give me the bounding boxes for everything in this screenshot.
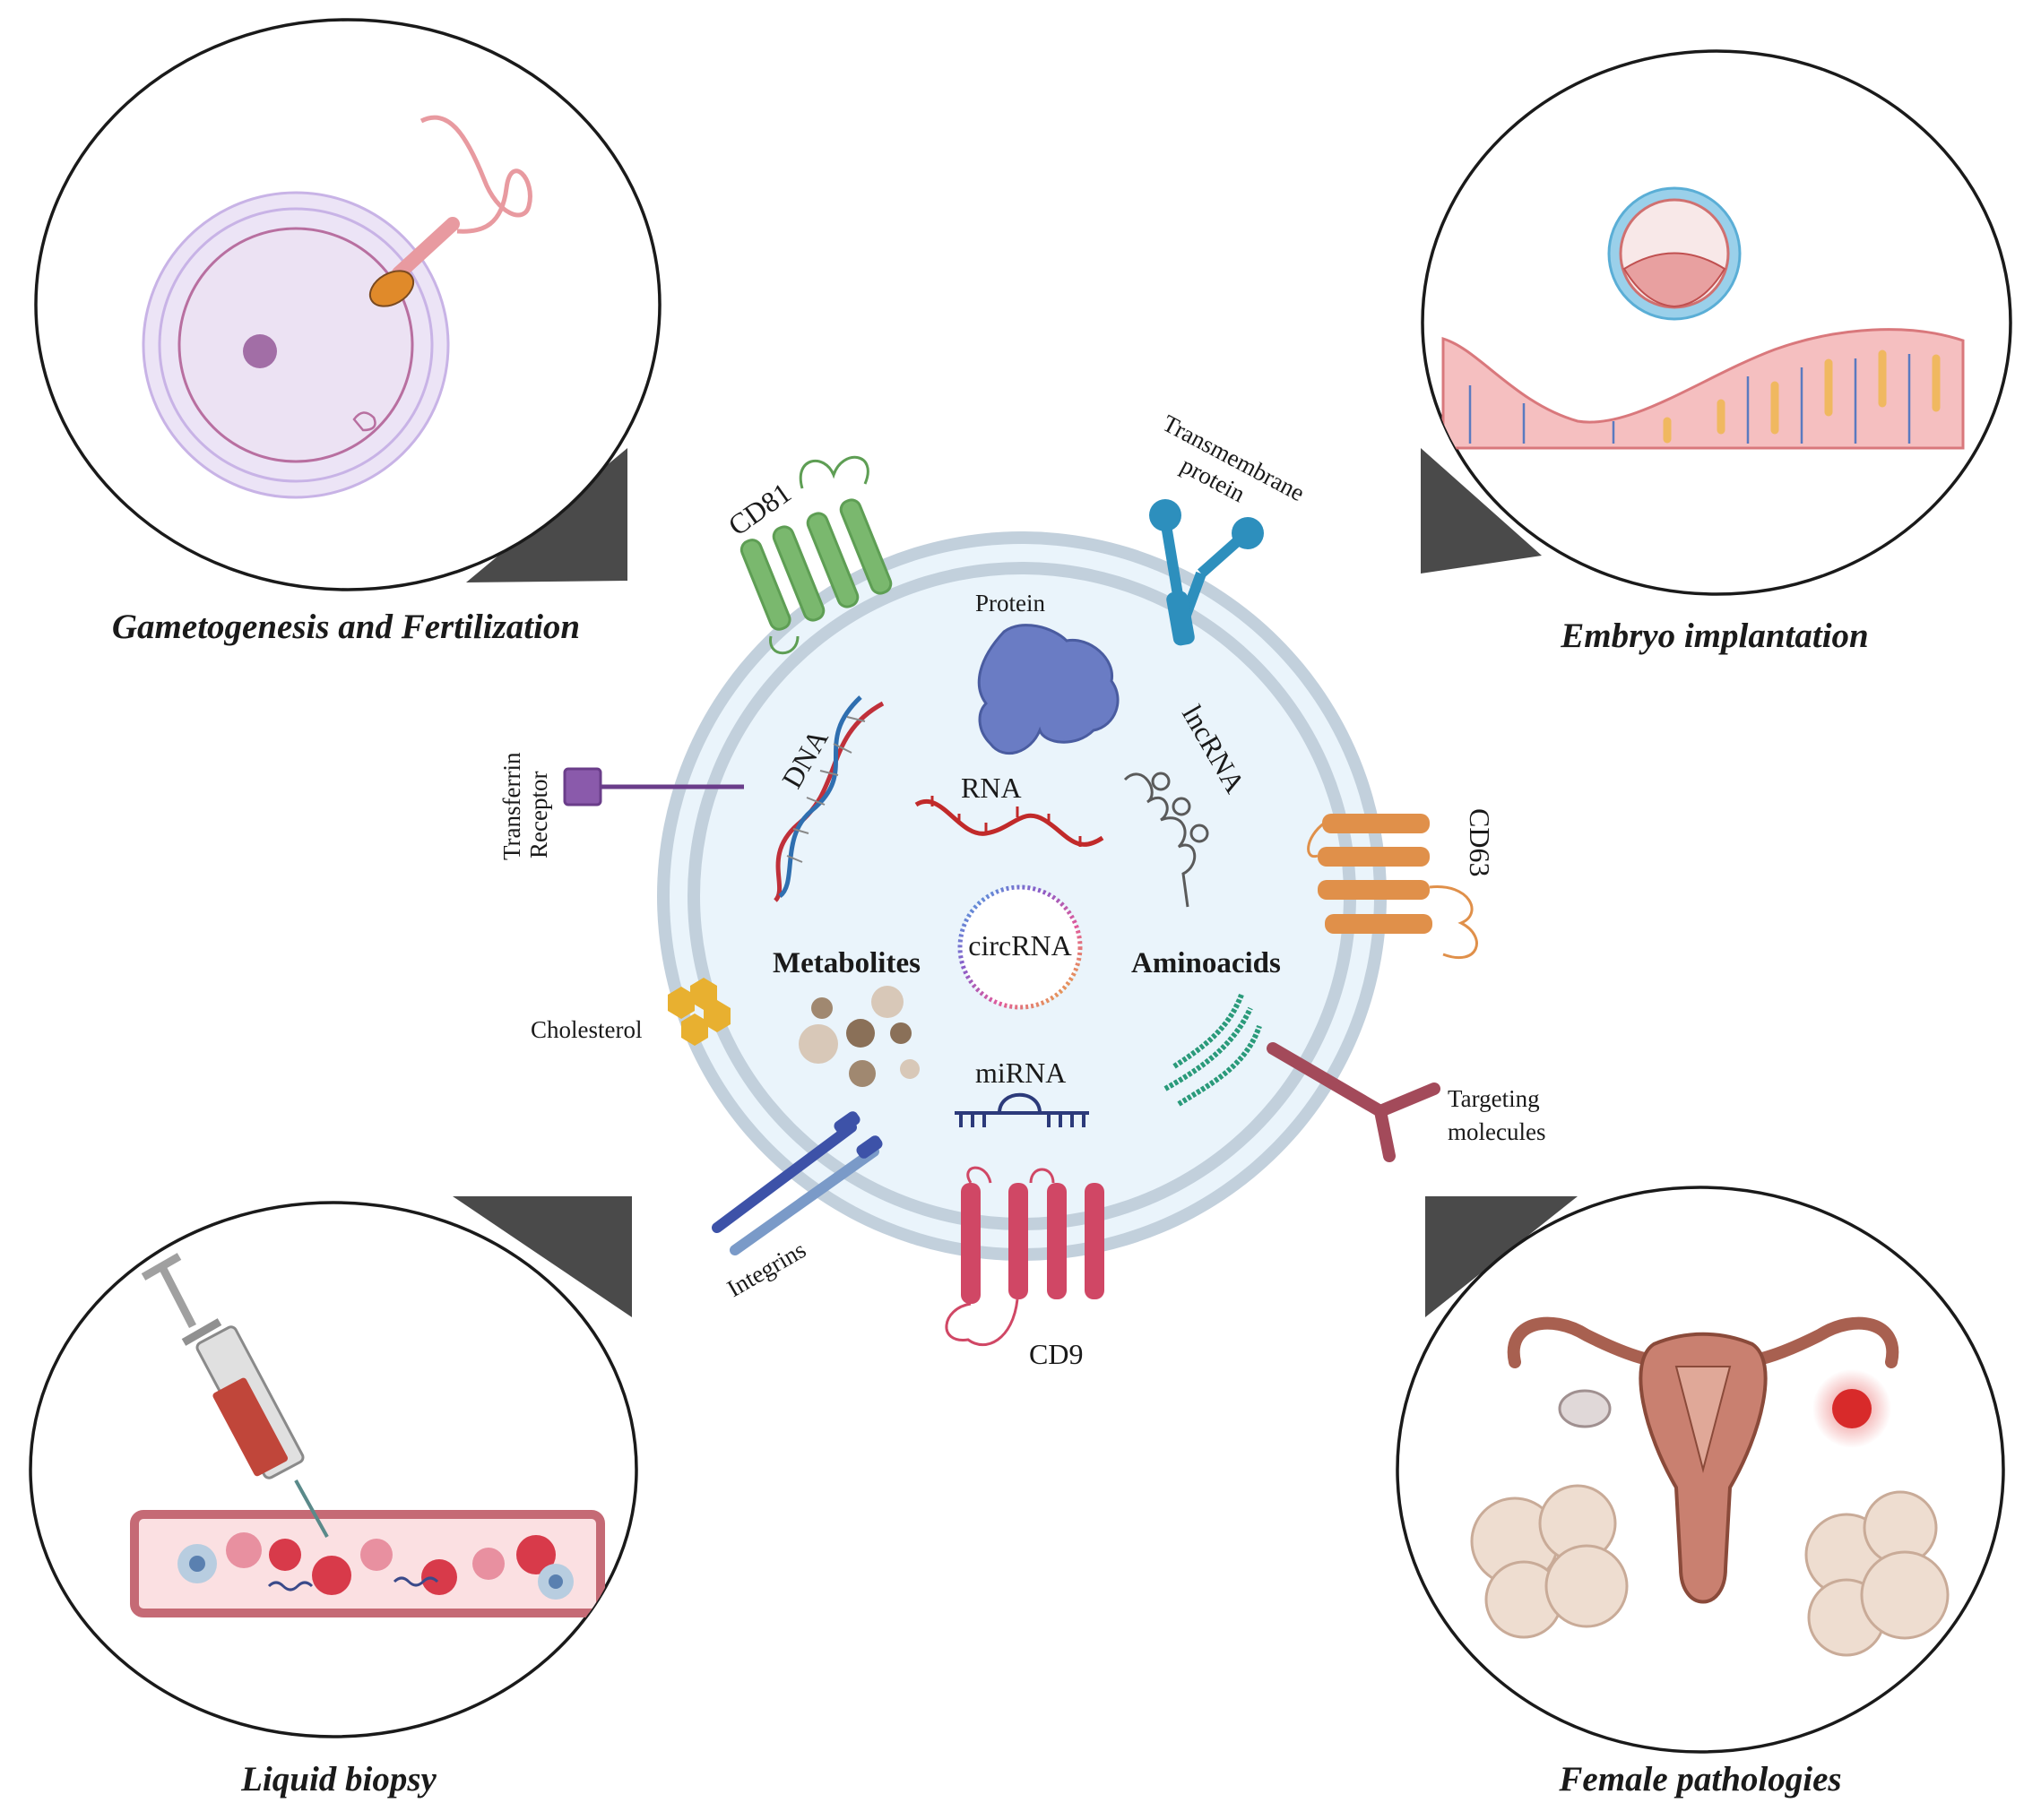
caption-fertilization: Gametogenesis and Fertilization bbox=[112, 608, 580, 646]
integrin-icon bbox=[712, 1111, 883, 1255]
label-targeting: Targeting molecules bbox=[1448, 1085, 1545, 1145]
cd63-tetraspanin-icon bbox=[1307, 814, 1478, 960]
implantation-panel bbox=[1421, 49, 2012, 596]
syringe-icon bbox=[141, 1253, 329, 1538]
caption-liquid-biopsy: Liquid biopsy bbox=[240, 1760, 437, 1798]
panel-shadow-bottom-left bbox=[453, 1196, 632, 1317]
cd9-tetraspanin-icon bbox=[945, 1166, 1104, 1347]
label-metabolites: Metabolites bbox=[773, 947, 921, 979]
label-rna: RNA bbox=[961, 772, 1022, 804]
dna-icon bbox=[773, 695, 885, 902]
aminoacid-icon bbox=[1163, 993, 1262, 1107]
label-cd63: CD63 bbox=[1464, 808, 1496, 876]
uterus-icon bbox=[1507, 1316, 1899, 1604]
label-cd9: CD9 bbox=[1029, 1338, 1083, 1370]
label-aminoacids: Aminoacids bbox=[1131, 947, 1281, 979]
endometrium-icon bbox=[1441, 328, 1965, 450]
protein-icon bbox=[977, 624, 1120, 755]
uterine-gland-icon bbox=[1663, 349, 1941, 444]
label-cholesterol: Cholesterol bbox=[531, 1016, 642, 1043]
metabolites-icon bbox=[799, 986, 920, 1087]
sperm-icon bbox=[368, 115, 532, 307]
caption-implantation: Embryo implantation bbox=[1560, 617, 1868, 655]
liquid-biopsy-panel bbox=[29, 1201, 638, 1738]
svg-text:Transferrin: Transferrin bbox=[498, 752, 525, 860]
svg-text:molecules: molecules bbox=[1448, 1118, 1545, 1145]
circrna-icon bbox=[957, 884, 1083, 1010]
mirna-icon bbox=[955, 1092, 1089, 1127]
endometriosis-cell-icon bbox=[1470, 1484, 1950, 1657]
egg-cell-icon bbox=[142, 191, 450, 499]
svg-text:Targeting: Targeting bbox=[1448, 1085, 1540, 1112]
label-transferrin: Transferrin Receptor bbox=[498, 752, 552, 860]
cd81-tetraspanin-icon bbox=[739, 455, 893, 655]
lncrna-icon bbox=[1123, 772, 1209, 908]
transmembrane-protein-icon bbox=[1149, 499, 1264, 646]
svg-text:Receptor: Receptor bbox=[525, 772, 552, 858]
blood-cell-icon bbox=[177, 1532, 574, 1600]
cholesterol-icon bbox=[668, 978, 731, 1046]
rna-icon bbox=[914, 796, 1104, 847]
panel-shadow-top-right bbox=[1421, 448, 1542, 574]
fertilization-panel bbox=[34, 18, 662, 591]
label-mirna: miRNA bbox=[975, 1057, 1066, 1089]
label-circrna: circRNA bbox=[968, 929, 1072, 962]
caption-pathologies: Female pathologies bbox=[1558, 1760, 1841, 1798]
transferrin-receptor-icon bbox=[563, 767, 744, 806]
pathologies-panel bbox=[1396, 1186, 2005, 1754]
targeting-molecule-icon bbox=[1267, 1042, 1440, 1162]
label-protein: Protein bbox=[975, 590, 1045, 617]
blastocyst-icon bbox=[1607, 186, 1742, 321]
